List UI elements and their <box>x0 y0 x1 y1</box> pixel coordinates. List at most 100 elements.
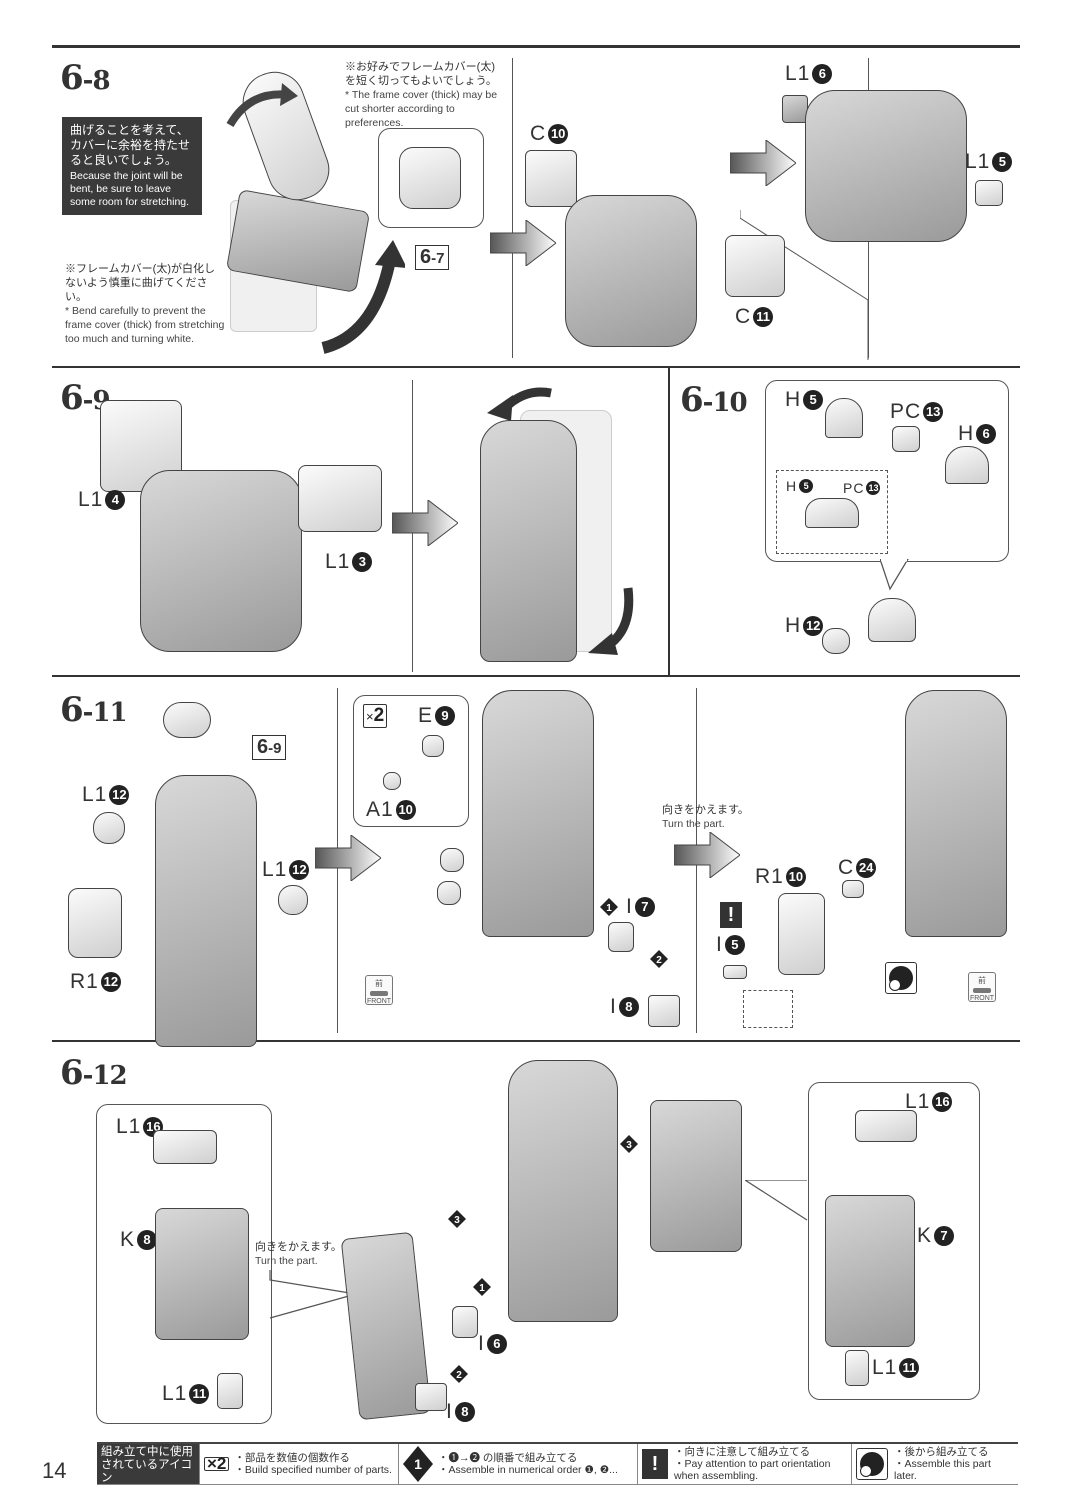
next-arrow-icon <box>490 220 556 266</box>
part-l1-5 <box>975 180 1003 206</box>
order-diamond-2-icon: 2 <box>650 950 668 968</box>
part-e9 <box>422 735 444 757</box>
part-i8 <box>415 1383 447 1411</box>
part-l1-16-left <box>153 1130 217 1164</box>
order-diamond-3-icon: 3 <box>448 1210 466 1228</box>
ref-step-6-7: 6-7 <box>415 245 450 270</box>
svg-text:2: 2 <box>656 955 662 966</box>
order-diamond-3-icon: 3 <box>620 1135 638 1153</box>
leg-body-turned <box>905 690 1007 937</box>
divider-6-11-6-12 <box>52 1040 1020 1042</box>
svg-text:1: 1 <box>414 1456 422 1472</box>
part-l1-11-left <box>217 1373 243 1409</box>
page-number: 14 <box>42 1458 67 1483</box>
svg-text:1: 1 <box>606 903 612 914</box>
svg-text:3: 3 <box>626 1140 632 1151</box>
panel-divider <box>668 368 670 675</box>
knee-cap-part <box>163 702 211 738</box>
turn-part-note: 向きをかえます。 Turn the part. <box>662 804 749 830</box>
part-k7 <box>825 1195 915 1347</box>
leg-assembly-covered <box>805 90 967 242</box>
rotate-arrow-icon <box>588 587 634 655</box>
next-arrow-icon <box>730 140 796 186</box>
panel-divider-diagonal <box>740 210 869 360</box>
part-l1-12-right <box>278 885 308 915</box>
warning-icon: ! <box>720 902 742 928</box>
leg-assembly <box>565 195 697 347</box>
step-title-6-12: 6-12 <box>60 1053 128 1093</box>
divider-6-8-6-9 <box>52 366 1020 368</box>
inset-detail-box <box>776 470 888 554</box>
part-c10 <box>525 150 577 207</box>
step-title-6-10: 6-10 <box>680 380 748 420</box>
part-pc13 <box>892 426 920 452</box>
detail-callout-cover <box>378 128 484 228</box>
inset-part <box>805 498 859 528</box>
part-h5 <box>825 398 863 438</box>
part-i6 <box>452 1306 478 1338</box>
next-arrow-icon <box>674 832 740 878</box>
leg-straightened <box>480 420 577 662</box>
legend-item-order: 1 ・❶→❷ の順番で組み立てる・Assemble in numerical o… <box>398 1444 637 1484</box>
part-i5 <box>723 965 747 979</box>
step-title-6-8: 6-8 <box>60 58 111 98</box>
step-title-6-9: 6-9 <box>60 378 111 418</box>
part-k8 <box>155 1208 249 1340</box>
part-c11 <box>725 235 785 297</box>
armor-assembled-right <box>650 1100 742 1252</box>
part-c24 <box>842 880 864 898</box>
frame-cover-detail <box>399 147 461 209</box>
rotate-arrow-icon <box>226 83 298 128</box>
callout-pointer <box>745 1180 808 1221</box>
legend-title: 組み立て中に使用 されているアイコン Symbols used in instr… <box>97 1444 199 1509</box>
svg-text:1: 1 <box>479 1283 485 1294</box>
ref-step-6-9: 6-9 <box>252 735 287 760</box>
panel-divider <box>512 58 513 358</box>
assemble-later-icon <box>856 1448 888 1480</box>
joint-cap <box>437 881 461 905</box>
callout-pointer <box>880 559 909 591</box>
leg-body-main <box>508 1060 618 1322</box>
top-rule <box>52 45 1020 48</box>
turn-part-note: 向きをかえます。 Turn the part. <box>255 1241 342 1267</box>
assemble-later-icon <box>885 962 917 994</box>
order-diamond-icon: 1 <box>403 1446 433 1482</box>
divider-6-9-6-11 <box>52 675 1020 677</box>
part-h12 <box>822 628 850 654</box>
multiply-count-icon: ×2 <box>363 704 388 728</box>
leg-assembly <box>140 470 302 652</box>
part-r1-10 <box>778 893 825 975</box>
part-i7 <box>608 922 634 952</box>
next-arrow-icon <box>392 500 458 546</box>
next-arrow-icon <box>315 835 381 881</box>
part-l1-16-right <box>855 1110 917 1142</box>
note-cut-cover: ※お好みでフレームカバー(太)を短く切ってもよいでしょう。 * The fram… <box>345 61 498 129</box>
symbol-legend: 組み立て中に使用 されているアイコン Symbols used in instr… <box>97 1442 1018 1509</box>
order-diamond-1-icon: 1 <box>600 898 618 916</box>
part-a1-10 <box>383 772 401 790</box>
